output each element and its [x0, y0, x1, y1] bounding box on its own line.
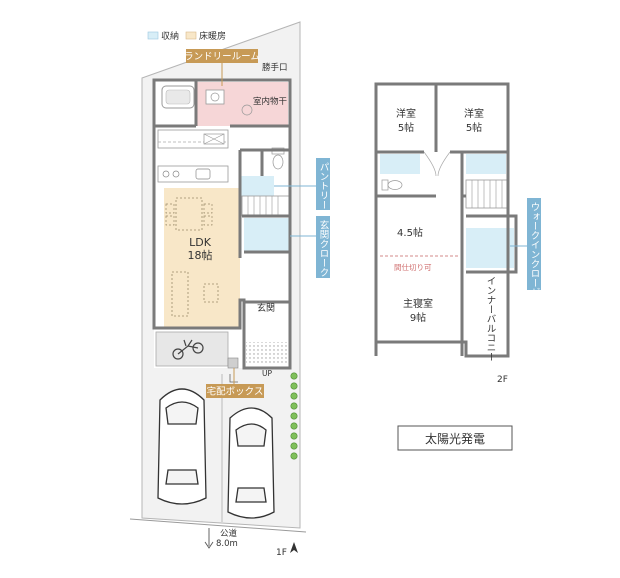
- fridge-cross-2: [203, 133, 225, 145]
- kitchen-icon: [157, 165, 229, 183]
- room1-size: 5帖: [398, 121, 414, 134]
- indoor-drying-label: 室内物干: [253, 96, 288, 107]
- pantry-tag: [316, 158, 330, 210]
- entrance-approach-mark: [229, 374, 238, 383]
- stairs-icon: [465, 179, 509, 209]
- floor2-footprint: [376, 84, 508, 356]
- delivery-box-tag: [206, 384, 264, 398]
- dining-chair: [165, 215, 175, 226]
- stairs-icon: [241, 195, 291, 217]
- floor2-plan: 洋室 5帖 洋室 5帖 4.5帖 間仕切り可 主寝室 9帖 インナーバルコニー …: [374, 82, 541, 385]
- up-mark: UP: [262, 369, 272, 378]
- legend-floor-heating-label: 床暖房: [199, 30, 226, 42]
- bicycle-porch: [155, 331, 229, 367]
- washbasin-icon: [205, 89, 225, 105]
- walkin-closet-tag-text: ウォークインクローゼット: [529, 202, 541, 316]
- washer-icon: [241, 104, 253, 116]
- dining-chair: [203, 215, 213, 226]
- door-swing: [423, 151, 437, 177]
- road-arrow-icon: [204, 528, 214, 549]
- road-width: 8.0m: [216, 539, 238, 549]
- kitchen-sink: [195, 168, 211, 180]
- floor1-tags: ランドリールーム 勝手口 室内物干 パントリー 玄関クローク LDK 18帖 玄…: [129, 49, 330, 558]
- solar-power-label: 太陽光発電: [425, 431, 485, 446]
- pantry-tag-text: パントリー: [318, 162, 330, 210]
- stove-burner-2: [172, 170, 180, 178]
- pantry-storage: [240, 176, 274, 196]
- master-bedroom-name: 主寝室: [403, 297, 433, 310]
- room1-closet: [380, 154, 420, 174]
- stove-burner-1: [162, 170, 170, 178]
- solar-power-badge: 太陽光発電: [397, 425, 513, 451]
- delivery-box: [227, 357, 239, 369]
- master-bedroom-size: 9帖: [410, 311, 426, 324]
- entrance-closet-tag: [316, 216, 330, 278]
- dining-table: [175, 197, 203, 231]
- legend-floor-heating-swatch: [185, 31, 197, 40]
- floor2-label: 2F: [497, 375, 508, 385]
- entrance-label: 玄関: [257, 302, 275, 314]
- laundry-room-tag: [186, 49, 258, 63]
- bicycle-icon: [172, 339, 204, 360]
- laundry-room-tag-text: ランドリールーム: [184, 52, 260, 63]
- legend-storage-swatch: [147, 31, 159, 40]
- dining-chair: [165, 203, 175, 214]
- entrance-closet-tag-text: 玄関クローク: [318, 219, 330, 277]
- washbasin-bowl: [210, 92, 220, 102]
- entrance-tile: [246, 342, 288, 364]
- dining-chair: [203, 203, 213, 214]
- floor1-label: 1F: [276, 548, 287, 558]
- floor1-plan: [141, 21, 301, 529]
- partition-note: 間仕切り可: [394, 262, 432, 272]
- inner-balcony-label: インナーバルコニー: [485, 276, 497, 362]
- ldk-floor-heating: [164, 188, 240, 328]
- room3-size: 4.5帖: [397, 226, 423, 239]
- floor2-walls: [374, 82, 518, 358]
- hedge-plants: [290, 372, 298, 460]
- north-arrow-icon: [290, 542, 298, 553]
- door-swing: [437, 151, 451, 177]
- room2-closet: [466, 154, 506, 174]
- floor1-walls: [152, 78, 292, 370]
- legend: 収納 床暖房: [147, 30, 226, 42]
- service-door-label: 勝手口: [262, 62, 288, 73]
- car-icon: [227, 407, 275, 519]
- room2-name: 洋室: [464, 107, 484, 120]
- ldk-size: 18帖: [188, 249, 213, 262]
- ldk-name: LDK: [189, 236, 212, 249]
- room1-name: 洋室: [396, 107, 416, 120]
- bathtub-inner: [165, 89, 191, 105]
- sofa: [171, 271, 189, 317]
- room2-size: 5帖: [466, 121, 482, 134]
- road-edge-line: [129, 518, 307, 533]
- delivery-box-tag-text: 宅配ボックス: [207, 386, 264, 398]
- walkin-closet-tag: [527, 198, 541, 290]
- walkin-closet: [466, 228, 514, 268]
- legend-storage-label: 収納: [161, 30, 179, 42]
- car-icon: [157, 388, 207, 505]
- toilet-icon: [381, 179, 403, 191]
- road-name: 公道: [220, 528, 238, 539]
- entrance-closet-storage: [244, 218, 290, 252]
